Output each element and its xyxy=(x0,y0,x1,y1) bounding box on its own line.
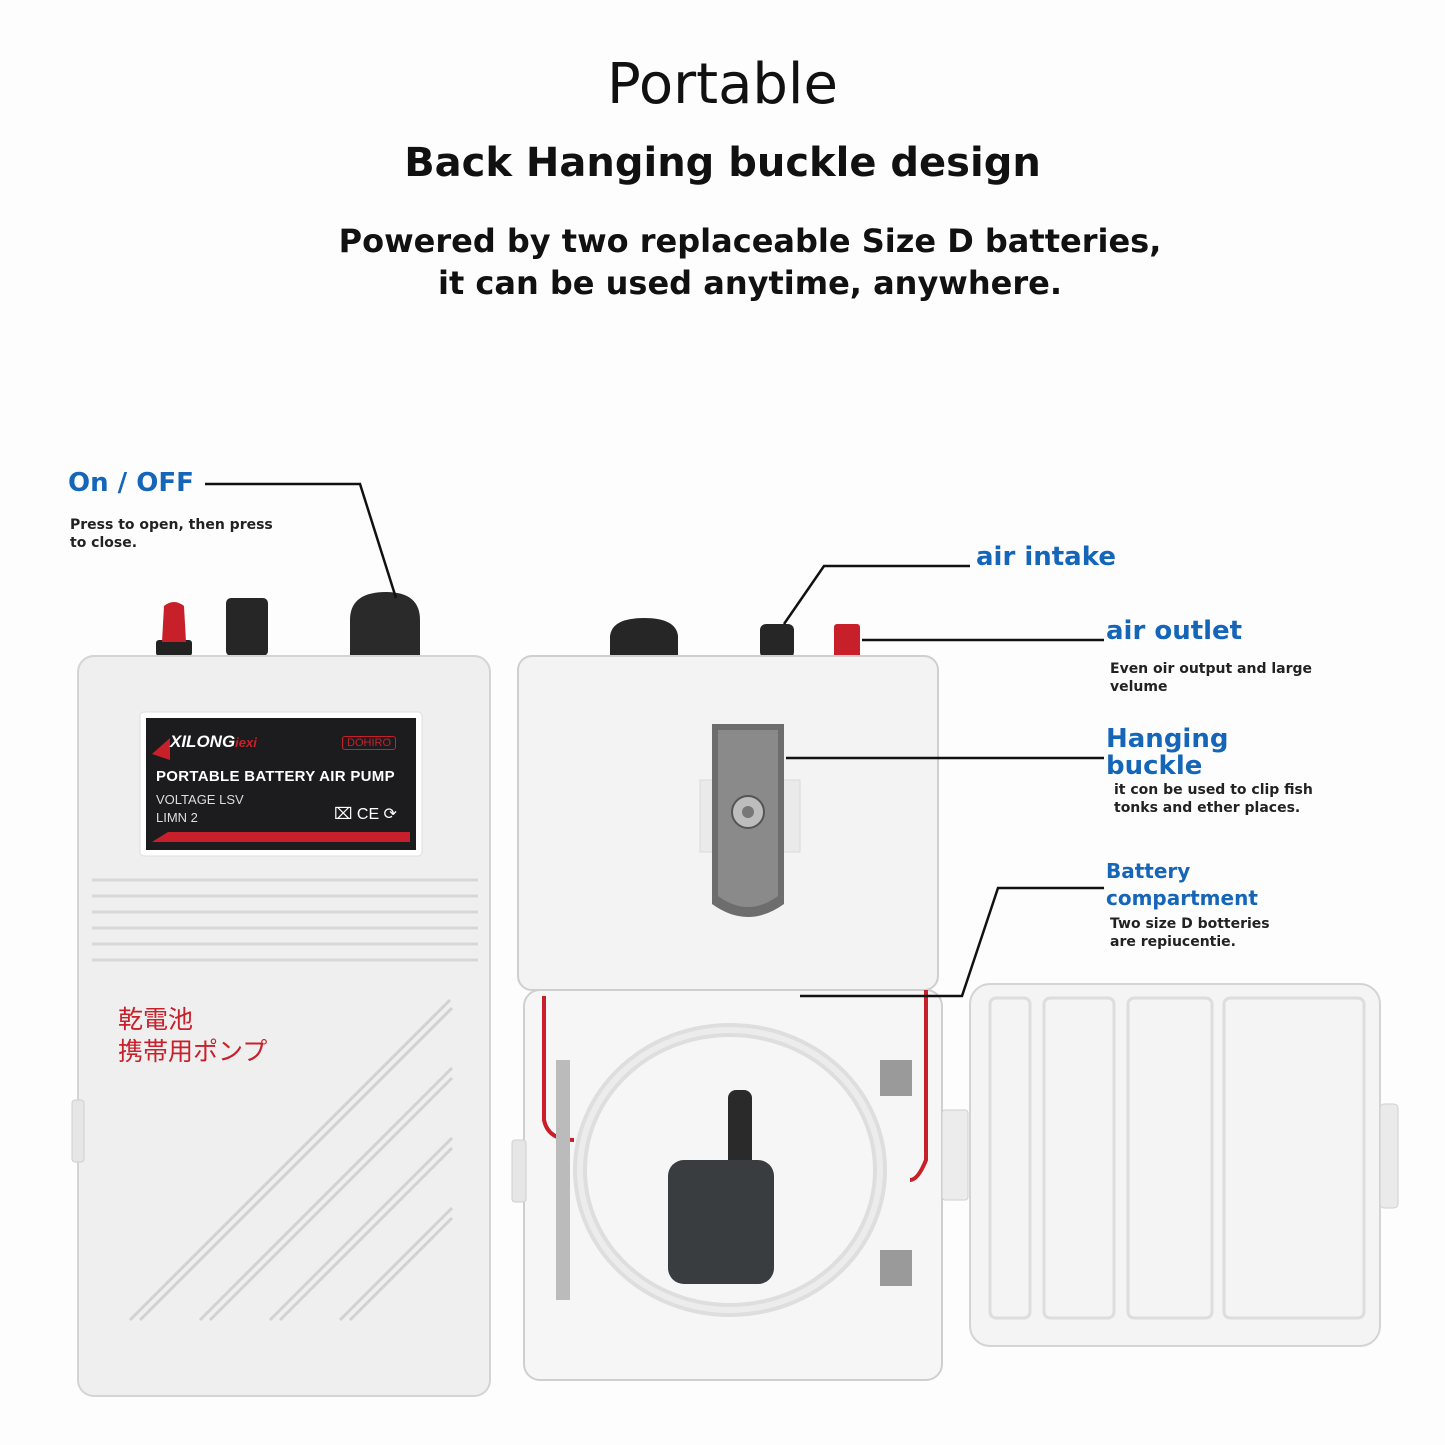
japanese-text-line-2: 携帯用ポンプ xyxy=(118,1037,268,1066)
back-button xyxy=(610,618,678,656)
label-model: LIMN 2 xyxy=(156,810,198,825)
air-outlet-callout-label: air outlet xyxy=(1106,616,1243,646)
description-line-2: it can be used anytime, anywhere. xyxy=(438,264,1062,302)
air-intake-callout-label: air intake xyxy=(976,542,1116,572)
back-pump xyxy=(511,618,969,1381)
onoff-callout-note: Press to open, then press to close. xyxy=(70,517,273,551)
power-button xyxy=(350,592,420,656)
battery-cover xyxy=(969,983,1399,1347)
air-outlet-nozzle xyxy=(834,624,860,658)
label-voltage: VOLTAGE LSV xyxy=(156,792,244,807)
page-title: Portable xyxy=(607,52,838,117)
front-pump xyxy=(71,592,491,1397)
description-line-1: Powered by two replaceable Size D batter… xyxy=(338,222,1162,260)
red-outlet-nozzle xyxy=(162,602,186,642)
battery-callout-label: Battery compartment xyxy=(1106,859,1258,910)
label-product-name: PORTABLE BATTERY AIR PUMP xyxy=(156,768,395,785)
label-brand: XILONGiexi xyxy=(170,732,257,751)
product-label-panel xyxy=(146,718,416,850)
label-badge: DOHIRO xyxy=(342,736,396,750)
japanese-text-line-1: 乾電池 xyxy=(118,1005,194,1034)
label-certification-marks: ⌧ CE ⟳ xyxy=(334,806,397,823)
air-stone xyxy=(668,1160,774,1284)
black-nozzle xyxy=(226,598,268,656)
battery-callout-note: Two size D botteries are repiucentie. xyxy=(1110,916,1270,950)
hanging-buckle-callout-label: Hanging buckle xyxy=(1106,724,1229,781)
air-intake-nozzle xyxy=(760,624,794,658)
air-stone-stem xyxy=(728,1090,752,1170)
onoff-callout-label: On / OFF xyxy=(68,468,194,498)
hanging-buckle-callout-note: it con be used to clip fish tonks and et… xyxy=(1114,782,1313,816)
leader-lines xyxy=(205,482,1104,998)
air-outlet-callout-note: Even oir output and large velume xyxy=(1110,661,1313,695)
page-subtitle: Back Hanging buckle design xyxy=(404,140,1041,186)
